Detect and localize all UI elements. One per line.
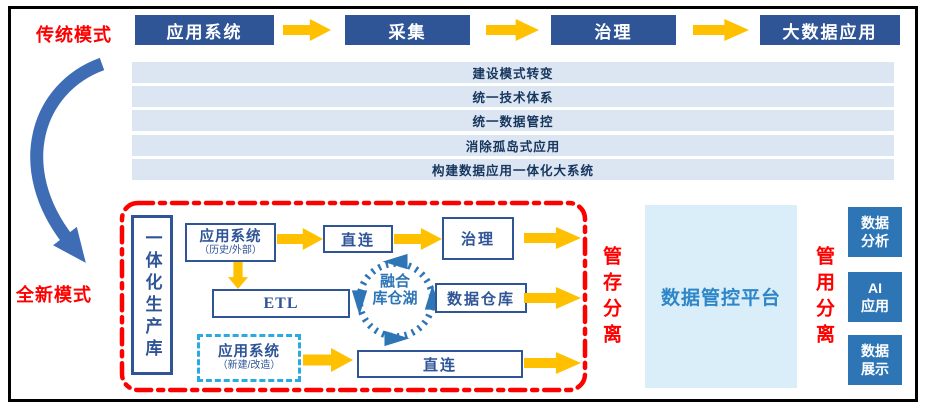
direct-connect-1-label: 直连 <box>340 231 375 249</box>
transition-curved-arrow-icon <box>30 57 105 263</box>
storage-separation-label: 管存分离 <box>600 246 621 350</box>
transition-bar: 统一数据管控 <box>132 110 894 131</box>
fusion-lake-line1: 融合 <box>379 273 410 290</box>
app-data-analysis-line1: 数据 <box>861 215 889 231</box>
flow-box-app-system: 应用系统 <box>135 15 274 45</box>
app-system-new-subtitle: （新建/改造） <box>217 360 281 371</box>
data-warehouse-box: 数据仓库 <box>435 283 527 313</box>
app-system-new-box: 应用系统 （新建/改造） <box>197 334 301 382</box>
flow-box-bigdata-app: 大数据应用 <box>760 15 900 45</box>
etl-box: ETL <box>212 289 350 318</box>
integrated-production-db: 一体化生产库 <box>131 215 173 375</box>
transition-bar: 建设模式转变 <box>132 62 894 83</box>
governance-box: 治理 <box>442 217 514 260</box>
app-data-analysis: 数据 分析 <box>848 207 902 257</box>
new-mode-label: 全新模式 <box>16 285 92 305</box>
governance-label: 治理 <box>460 231 495 248</box>
usage-separation-label: 管用分离 <box>813 246 834 350</box>
app-data-display: 数据 展示 <box>848 335 902 385</box>
transition-bar: 统一技术体系 <box>132 86 894 107</box>
transition-bar: 消除孤岛式应用 <box>132 135 894 156</box>
app-ai: AI 应用 <box>848 272 902 322</box>
fusion-cycle-arrows-icon <box>351 253 441 347</box>
data-warehouse-label: 数据仓库 <box>446 290 515 308</box>
app-data-display-line2: 展示 <box>861 361 889 377</box>
data-governance-platform: 数据管控平台 <box>645 205 797 388</box>
direct-connect-box-2: 直连 <box>357 350 523 378</box>
transition-bar: 构建数据应用一体化大系统 <box>132 159 894 180</box>
app-data-display-line1: 数据 <box>861 343 889 359</box>
direct-connect-2-label: 直连 <box>422 356 457 374</box>
flow-box-collect: 采集 <box>345 15 470 45</box>
etl-label: ETL <box>263 294 299 312</box>
app-data-analysis-line2: 分析 <box>861 233 889 249</box>
new-mode-dashed-boundary <box>119 200 588 393</box>
outer-border <box>8 6 918 402</box>
direct-connect-box-1: 直连 <box>323 225 393 253</box>
app-system-hist-box: 应用系统 （历史/外部） <box>185 223 276 262</box>
app-ai-line2: 应用 <box>861 298 889 314</box>
fusion-lake-label: 融合 库仓湖 <box>361 273 429 307</box>
fusion-lake-line2: 库仓湖 <box>372 290 418 307</box>
flow-box-governance: 治理 <box>551 15 676 45</box>
traditional-mode-label: 传统模式 <box>36 25 112 45</box>
app-system-new-title: 应用系统 <box>218 344 280 360</box>
app-system-hist-title: 应用系统 <box>199 228 262 245</box>
app-ai-line1: AI <box>868 280 882 296</box>
app-system-hist-subtitle: （历史/外部） <box>199 244 262 256</box>
